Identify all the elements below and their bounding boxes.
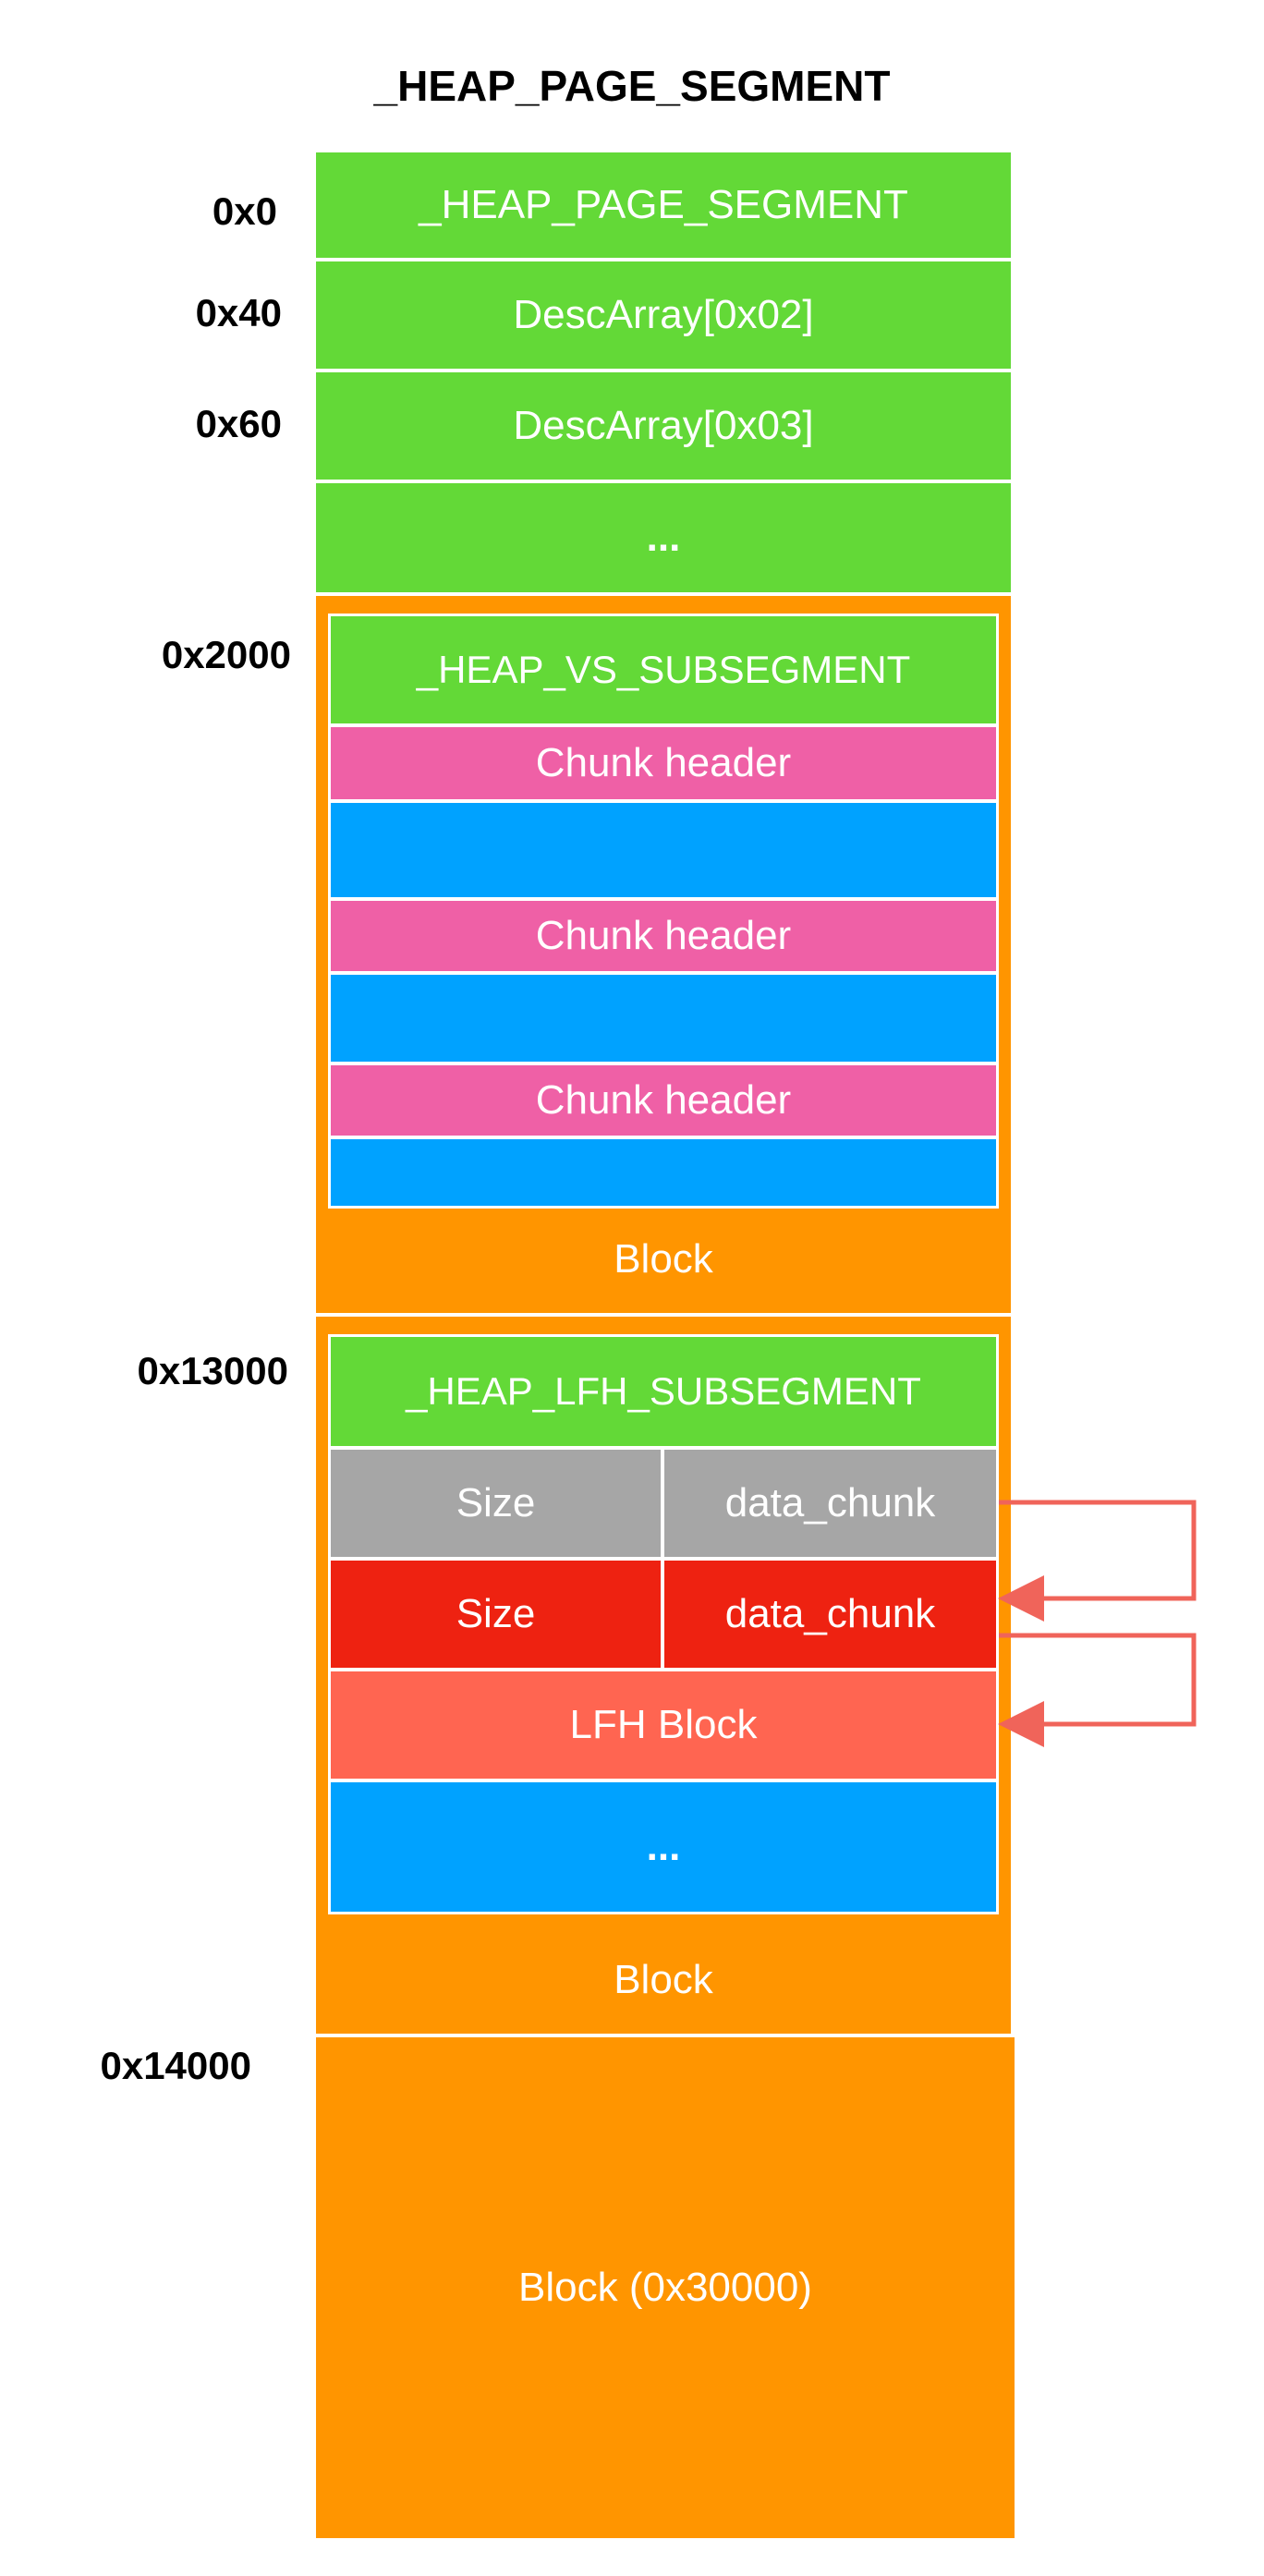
- chunk-header-3: Chunk header: [328, 1063, 999, 1138]
- address-0x60: 0x60: [195, 402, 282, 445]
- data-chunk-cell-1: data_chunk: [662, 1447, 999, 1560]
- vs-block-label: Block: [614, 1236, 713, 1282]
- chunk-data-1: [328, 800, 999, 900]
- address-0x2000: 0x2000: [161, 633, 291, 676]
- data-chunk-arrow-1: [998, 1500, 1197, 1622]
- desc-array-0x02: DescArray[0x02]: [313, 259, 1014, 371]
- data-chunk-arrow-2: [998, 1633, 1197, 1747]
- chunk-header-2: Chunk header: [328, 898, 999, 974]
- heap-vs-subsegment: _HEAP_VS_SUBSEGMENT: [328, 614, 999, 726]
- address-0x40: 0x40: [195, 291, 282, 334]
- address-0x13000: 0x13000: [137, 1349, 288, 1392]
- lfh-ellipsis: ...: [328, 1780, 999, 1914]
- size-cell-2: Size: [328, 1558, 663, 1671]
- address-0x0: 0x0: [212, 189, 277, 233]
- chunk-data-3: [328, 1136, 999, 1209]
- chunk-header-1: Chunk header: [328, 724, 999, 802]
- large-block: Block (0x30000): [313, 2035, 1017, 2541]
- chunk-data-2: [328, 972, 999, 1064]
- address-0x14000: 0x14000: [100, 2044, 251, 2087]
- lfh-block-row: LFH Block: [328, 1669, 999, 1781]
- lfh-block-label: Block: [614, 1957, 713, 2002]
- size-cell-1: Size: [328, 1447, 663, 1560]
- diagram-title: _HEAP_PAGE_SEGMENT: [373, 62, 891, 110]
- desc-array-0x03: DescArray[0x03]: [313, 370, 1014, 482]
- heap-page-segment-header: _HEAP_PAGE_SEGMENT: [313, 150, 1014, 261]
